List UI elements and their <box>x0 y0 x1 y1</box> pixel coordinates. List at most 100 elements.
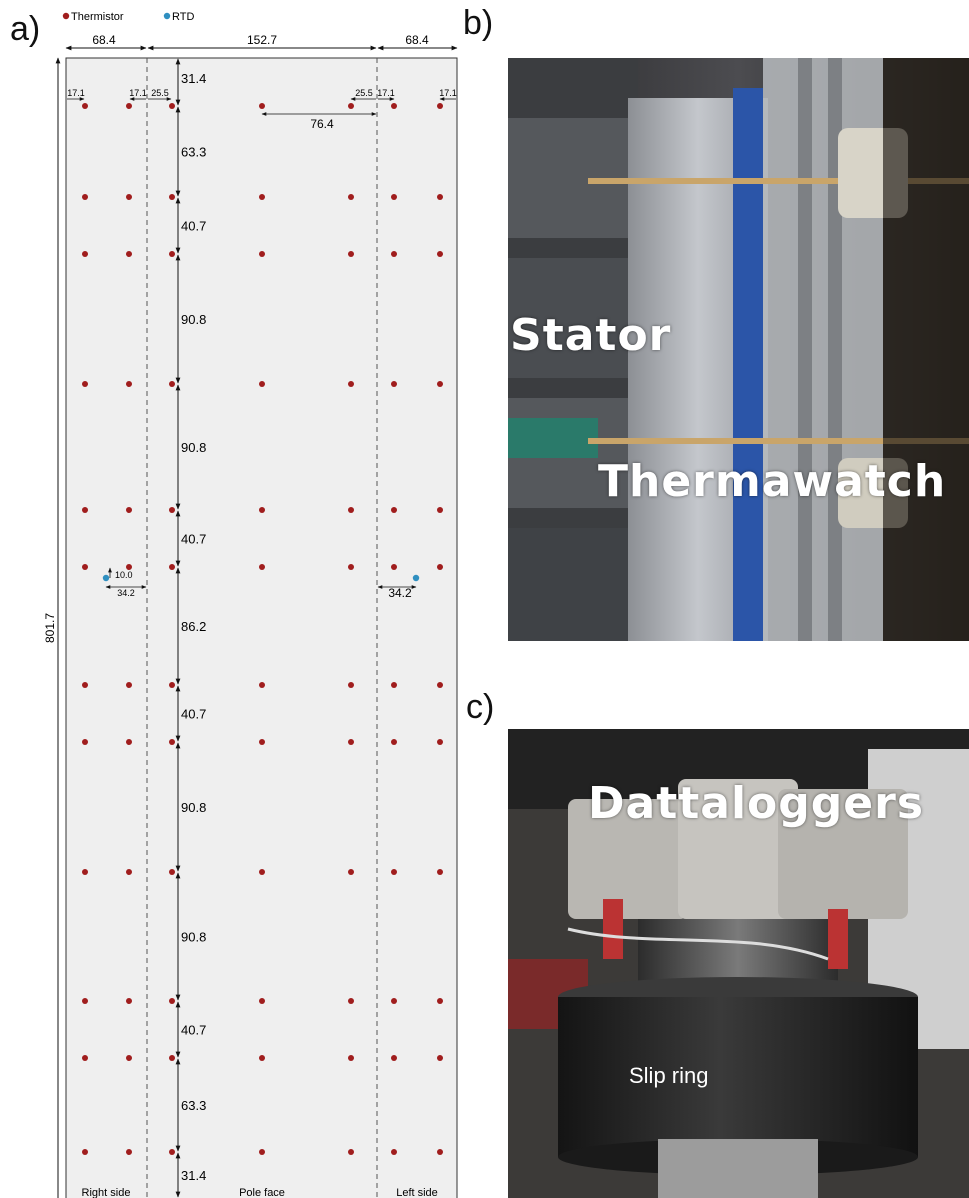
thermistor-dot <box>259 251 265 257</box>
thermistor-dot <box>169 869 175 875</box>
thermistor-dot <box>259 194 265 200</box>
thermistor-dot <box>82 682 88 688</box>
thermistor-dot <box>437 564 443 570</box>
dim-25-5-a: 25.5 <box>151 88 169 98</box>
thermistor-dot <box>126 1149 132 1155</box>
rtd-right-distance: 34.2 <box>388 586 412 600</box>
thermistor-dot <box>437 869 443 875</box>
thermistor-dot <box>259 682 265 688</box>
thermistor-dot <box>82 1055 88 1061</box>
thermistor-dot <box>348 869 354 875</box>
dim-17-1-b: 17.1 <box>129 88 147 98</box>
vertical-dimension-label: 90.8 <box>181 440 206 455</box>
thermistor-dot <box>169 1055 175 1061</box>
vertical-dimension-label: 90.8 <box>181 930 206 945</box>
stator-label: Stator <box>510 310 672 361</box>
thermistor-dot <box>259 869 265 875</box>
panel-label-a: a) <box>10 10 41 48</box>
thermistor-dot <box>391 682 397 688</box>
thermistor-dot <box>348 103 354 109</box>
vertical-dimension-label: 90.8 <box>181 312 206 327</box>
thermistor-dot <box>169 1149 175 1155</box>
thermistor-dot <box>437 381 443 387</box>
vertical-dimension-label: 40.7 <box>181 532 206 547</box>
legend-rtd-dot <box>163 12 171 20</box>
thermistor-dot <box>82 507 88 513</box>
dim-17-1-a: 17.1 <box>67 88 85 98</box>
thermistor-dot <box>126 998 132 1004</box>
legend-thermistor-label: Thermistor <box>71 11 124 23</box>
slip-ring-label: Slip ring <box>629 1063 709 1088</box>
thermistor-dot <box>259 564 265 570</box>
sensor-layout-diagram: Thermistor RTD 68.4 152.7 68.4 801.7 17.… <box>43 11 458 1198</box>
thermistor-dot <box>259 103 265 109</box>
thermistor-dot <box>126 194 132 200</box>
vertical-dimension-label: 90.8 <box>181 800 206 815</box>
thermistor-dot <box>126 381 132 387</box>
thermistor-dot <box>169 507 175 513</box>
rtd-dot <box>412 574 420 582</box>
thermistor-dot <box>126 682 132 688</box>
total-height-label: 801.7 <box>43 613 57 643</box>
panel-label-c: c) <box>466 688 495 726</box>
thermistor-dot <box>348 564 354 570</box>
thermistor-dot <box>391 1149 397 1155</box>
thermistor-dot <box>169 682 175 688</box>
thermistor-dot <box>82 564 88 570</box>
thermistor-dot <box>348 194 354 200</box>
dim-17-1-d: 17.1 <box>439 88 457 98</box>
thermistor-dot <box>348 739 354 745</box>
thermawatch-label: Thermawatch <box>598 456 947 507</box>
stator-photo <box>508 58 969 641</box>
thermistor-dot <box>126 869 132 875</box>
thermistor-dot <box>82 103 88 109</box>
vertical-dimension-chain: 31.463.340.790.890.840.786.240.790.890.8… <box>175 58 206 1198</box>
width-left-side: 68.4 <box>405 33 429 47</box>
vertical-dimension-label: 31.4 <box>181 1168 206 1183</box>
thermistor-dot <box>82 869 88 875</box>
thermistor-dot <box>259 739 265 745</box>
thermistor-dot <box>391 564 397 570</box>
thermistor-dot <box>437 194 443 200</box>
thermistor-dot <box>437 739 443 745</box>
thermistor-dot <box>126 103 132 109</box>
thermistor-dot <box>126 739 132 745</box>
thermistor-dot <box>169 194 175 200</box>
thermistor-dot <box>82 1149 88 1155</box>
rtd-dot <box>102 574 110 582</box>
dim-76-4: 76.4 <box>310 117 334 131</box>
vertical-dimension-label: 40.7 <box>181 1023 206 1038</box>
thermistor-dot <box>391 739 397 745</box>
thermistor-dot <box>82 194 88 200</box>
thermistor-dot <box>126 1055 132 1061</box>
vertical-dimension-label: 40.7 <box>181 219 206 234</box>
thermistor-dot <box>259 1149 265 1155</box>
thermistor-dot <box>437 682 443 688</box>
thermistor-dot <box>82 998 88 1004</box>
thermistor-dot <box>437 507 443 513</box>
small-dimensions <box>67 97 456 116</box>
thermistor-dot <box>169 739 175 745</box>
vertical-dimension-label: 63.3 <box>181 1098 206 1113</box>
legend-rtd-label: RTD <box>172 11 194 23</box>
thermistor-dot <box>348 1055 354 1061</box>
thermistor-dot <box>169 103 175 109</box>
region-right-side: Right side <box>82 1187 131 1198</box>
thermistor-dot <box>437 103 443 109</box>
rtd-left-distance: 34.2 <box>117 588 135 598</box>
thermistor-dot <box>348 507 354 513</box>
region-left-side: Left side <box>396 1187 438 1198</box>
thermistor-dot <box>259 507 265 513</box>
rtd-annotations <box>105 567 417 589</box>
thermistor-dot <box>437 998 443 1004</box>
dim-17-1-c: 17.1 <box>377 88 395 98</box>
thermistor-dot <box>348 381 354 387</box>
thermistor-dot <box>126 507 132 513</box>
vertical-dimension-label: 40.7 <box>181 707 206 722</box>
thermistor-dot <box>126 251 132 257</box>
thermistor-dot <box>348 998 354 1004</box>
thermistor-dot <box>391 194 397 200</box>
width-right-side: 68.4 <box>92 33 116 47</box>
panel-label-b: b) <box>463 4 494 42</box>
thermistor-dot <box>259 1055 265 1061</box>
